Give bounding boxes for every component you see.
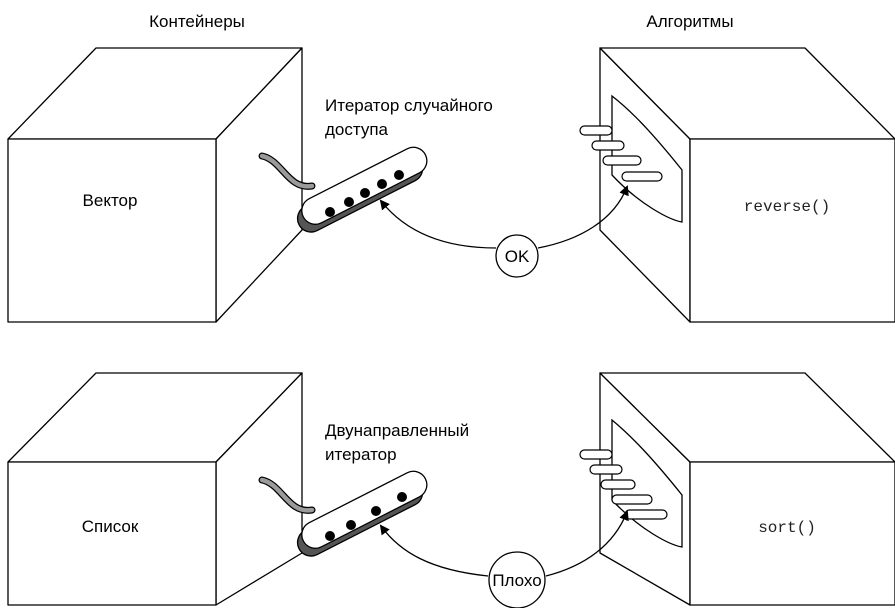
- iterator-label-line1: Итератор случайного: [325, 96, 493, 115]
- algorithms-heading: Алгоритмы: [646, 12, 733, 31]
- plug-pin-dot: [360, 188, 370, 198]
- container-label-list: Список: [82, 517, 139, 536]
- iterator-plug-random-access: [296, 146, 428, 233]
- iterator-plug-bidirectional: [296, 470, 428, 557]
- plug-pin-dot: [325, 207, 335, 217]
- verdict-label-ok: OK: [505, 247, 530, 266]
- verdict-label-bad: Плохо: [492, 571, 541, 590]
- arrow-to-iterator: [379, 524, 489, 577]
- algorithm-label-sort: sort(): [758, 519, 816, 537]
- plug-pin-dot: [397, 492, 407, 502]
- algorithm-label-reverse: reverse(): [744, 198, 830, 216]
- containers-heading: Контейнеры: [149, 12, 245, 31]
- plug-pin-dot: [325, 531, 335, 541]
- plug-pin-dot: [371, 506, 381, 516]
- verdict-badge-bad: Плохо: [488, 551, 546, 608]
- iterator-label-line1: Двунаправленный: [325, 421, 469, 440]
- arrow-to-algorithm: [545, 510, 629, 577]
- row-vector: Вектор Итератор случайного доступа rever…: [7, 47, 895, 323]
- plug-pin-dot: [377, 179, 387, 189]
- plug-pin-dot: [344, 197, 354, 207]
- socket-pins-reverse: [579, 125, 663, 182]
- arrow-to-iterator: [379, 199, 497, 249]
- container-box-list: Список: [7, 372, 303, 606]
- iterator-label-line2: доступа: [325, 120, 389, 139]
- algorithm-box-reverse: reverse(): [599, 47, 895, 323]
- socket-pins-sort: [579, 449, 668, 520]
- verdict-badge-ok: OK: [495, 234, 539, 278]
- iterator-label-line2: итератор: [325, 445, 397, 464]
- cable-vector: [258, 152, 316, 190]
- algorithm-box-sort: sort(): [599, 372, 895, 606]
- row-list: Список Двунаправленный итератор sort(): [7, 372, 895, 608]
- container-box-vector: Вектор: [7, 47, 303, 323]
- container-label-vector: Вектор: [83, 191, 138, 210]
- plug-pin-dot: [394, 170, 404, 180]
- cable-list: [258, 476, 316, 514]
- arrow-to-algorithm: [537, 185, 629, 249]
- plug-pin-dot: [346, 520, 356, 530]
